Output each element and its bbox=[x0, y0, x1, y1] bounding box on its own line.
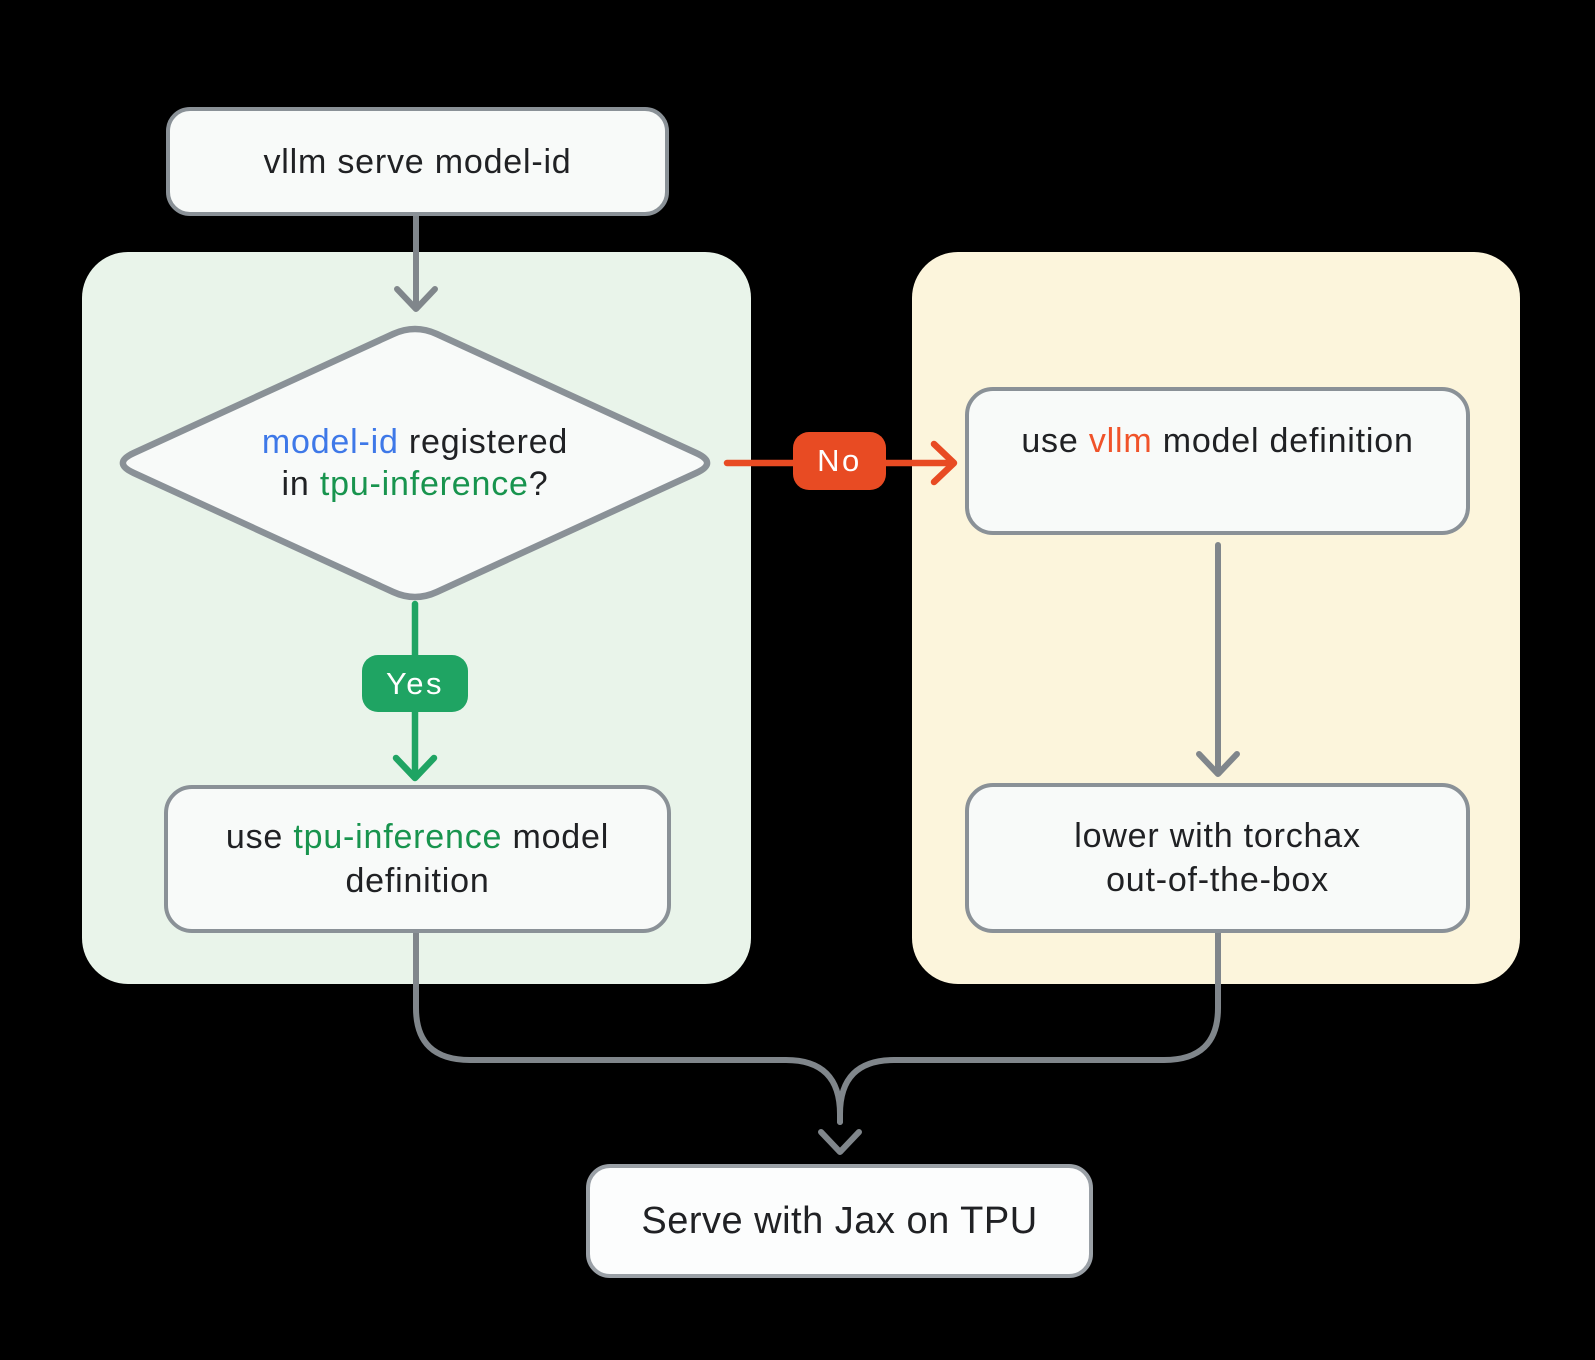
node-decision-label: model-id registered in tpu-inference? bbox=[112, 324, 718, 602]
arrowhead-yes bbox=[392, 754, 438, 782]
arrowhead-no bbox=[930, 440, 958, 486]
use-tpu-line-1: use tpu-inference model bbox=[225, 818, 610, 856]
arrowhead-merge bbox=[818, 1129, 862, 1155]
edge-merge-right bbox=[837, 930, 1221, 1125]
arrowhead-start-to-decision bbox=[394, 286, 438, 312]
arrowhead-vllm-to-torchax bbox=[1196, 751, 1240, 777]
badge-yes: Yes bbox=[362, 655, 468, 712]
node-start: vllm serve model-id bbox=[166, 107, 669, 216]
node-use-vllm: use vllm model definition bbox=[965, 387, 1470, 535]
node-lower-lines: lower with torchax out-of-the-box bbox=[1074, 814, 1361, 902]
decision-line-2: in tpu-inference? bbox=[281, 465, 549, 503]
badge-no: No bbox=[793, 432, 886, 490]
badge-no-label: No bbox=[817, 443, 862, 478]
node-use-vllm-label: use vllm model definition bbox=[1021, 422, 1414, 460]
decision-diamond-shape bbox=[119, 325, 711, 601]
node-serve: Serve with Jax on TPU bbox=[586, 1164, 1093, 1278]
node-use-tpu-lines: use tpu-inference model definition bbox=[226, 815, 609, 903]
edge-merge-left bbox=[413, 930, 843, 1125]
decision-line-1: model-id registered bbox=[261, 423, 569, 461]
badge-yes-label: Yes bbox=[385, 665, 445, 701]
node-lower-torchax: lower with torchax out-of-the-box bbox=[965, 783, 1470, 933]
use-tpu-line-2: definition bbox=[345, 862, 490, 900]
node-use-tpu-inference: use tpu-inference model definition bbox=[164, 785, 671, 933]
lower-line-2: out-of-the-box bbox=[1106, 861, 1329, 899]
lower-line-1: lower with torchax bbox=[1074, 817, 1361, 855]
node-serve-label: Serve with Jax on TPU bbox=[641, 1200, 1038, 1242]
node-start-label: vllm serve model-id bbox=[263, 142, 572, 181]
